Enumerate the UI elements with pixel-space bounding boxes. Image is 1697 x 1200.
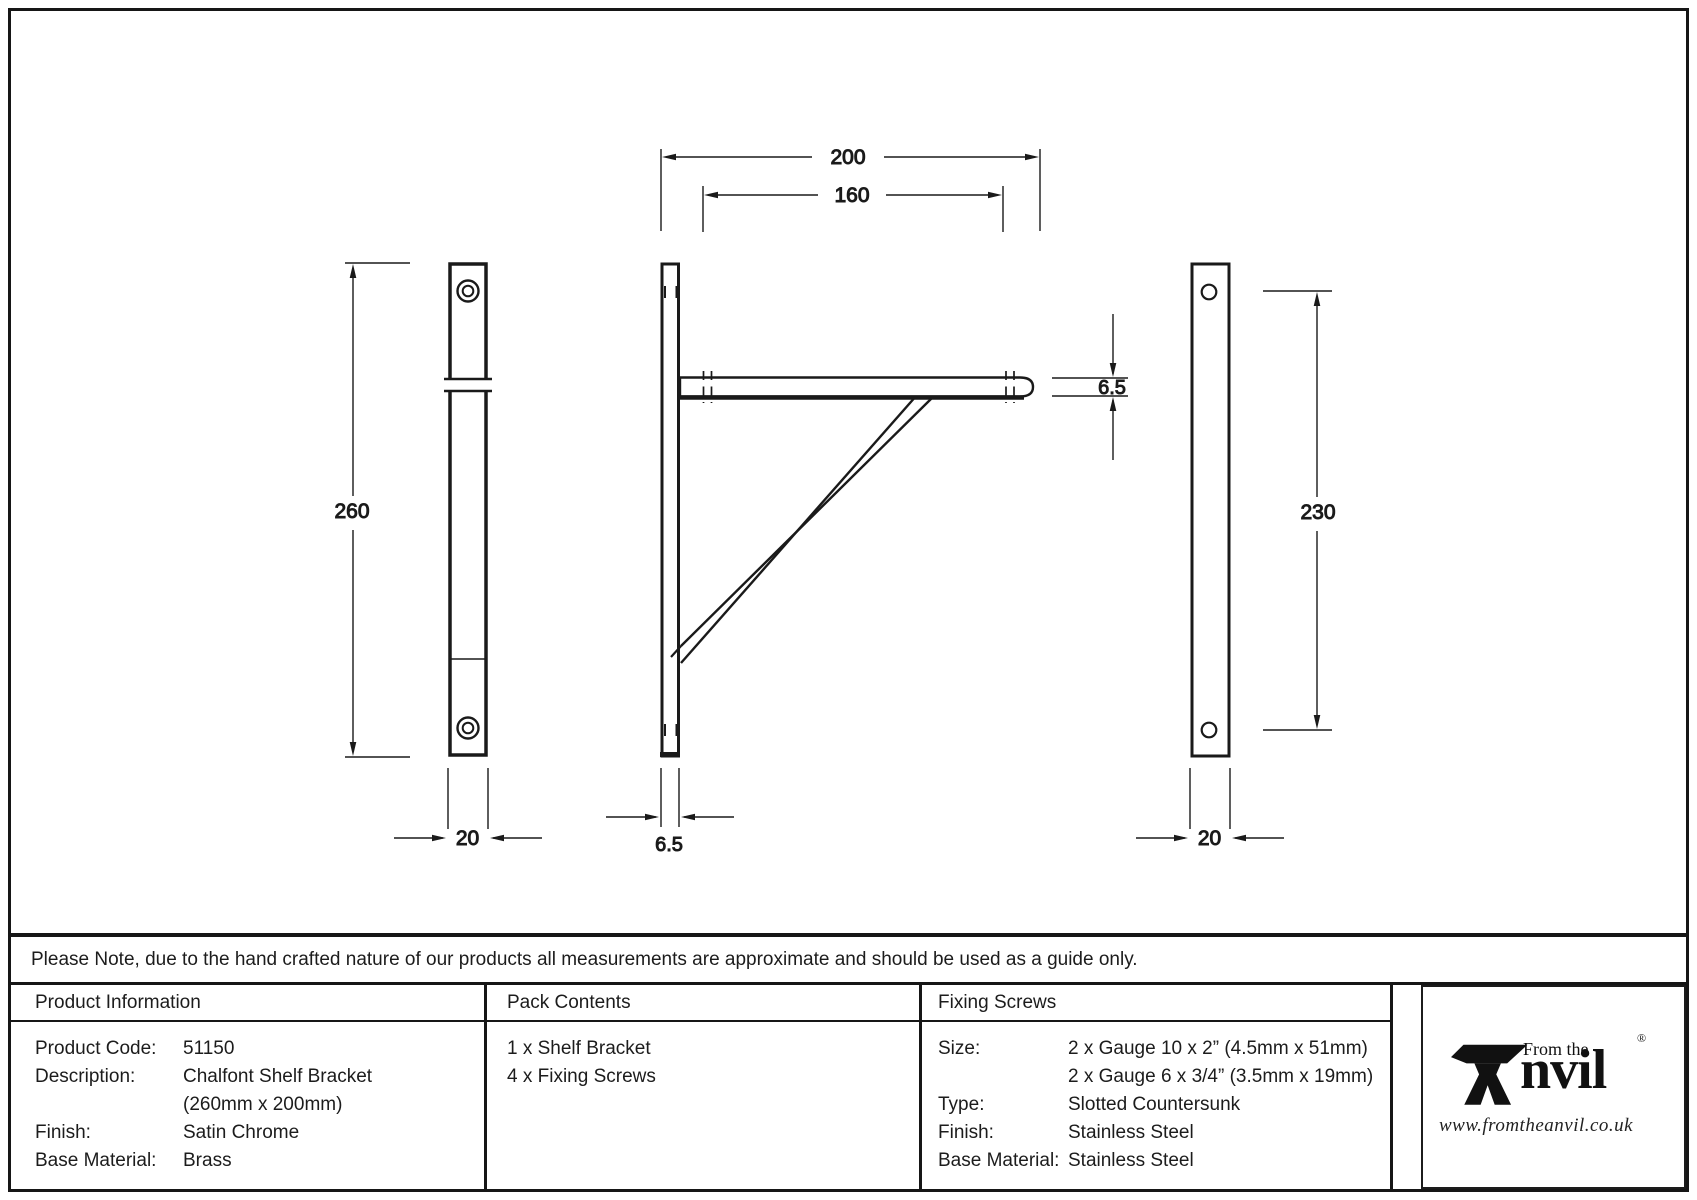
- dim-plate-thickness: [606, 768, 734, 827]
- spec-table: Product Information Product Code: 51150 …: [11, 985, 1686, 1189]
- dim-label-200: 200: [830, 146, 865, 169]
- pack-contents-column: Pack Contents 1 x Shelf Bracket 4 x Fixi…: [487, 985, 922, 1189]
- logo-website: www.fromtheanvil.co.uk: [1439, 1115, 1634, 1136]
- info-section: Please Note, due to the hand crafted nat…: [11, 933, 1686, 1189]
- dim-bar-width-front: [394, 768, 542, 842]
- dim-bar-width-back: [1136, 768, 1284, 842]
- fixing-screws-body: Size: 2 x Gauge 10 x 2” (4.5mm x 51mm) 2…: [922, 1022, 1390, 1175]
- product-info-header: Product Information: [11, 985, 484, 1022]
- product-info-column: Product Information Product Code: 51150 …: [11, 985, 487, 1189]
- screw-size-row: Size: 2 x Gauge 10 x 2” (4.5mm x 51mm) 2…: [938, 1038, 1374, 1087]
- brace-end-cut: [670, 645, 682, 658]
- brand-column: From the ® nvil www.fromtheanvil.co.uk: [1393, 985, 1686, 1189]
- brace-inner-edge: [680, 394, 918, 664]
- shelf-arm: [678, 376, 1035, 398]
- anvil-logo: From the ® nvil www.fromtheanvil.co.uk: [1421, 985, 1686, 1189]
- back-view: [1190, 262, 1231, 758]
- side-view: [660, 262, 1035, 758]
- product-info-body: Product Code: 51150 Description: Chalfon…: [11, 1022, 484, 1175]
- screw-finish-row: Finish: Stainless Steel: [938, 1122, 1194, 1143]
- dim-label-6-5-arm: 6.5: [1098, 377, 1126, 399]
- finish-row: Finish: Satin Chrome: [35, 1122, 300, 1143]
- dim-label-20-left: 20: [456, 827, 479, 850]
- screw-base-material-row: Base Material: Stainless Steel: [938, 1150, 1194, 1171]
- pack-item: 1 x Shelf Bracket: [507, 1038, 651, 1059]
- base-material-row: Base Material: Brass: [35, 1150, 232, 1171]
- dim-arm-thickness: [1052, 314, 1128, 460]
- logo-brand-text: nvil: [1520, 1039, 1607, 1101]
- technical-drawing: 200 160 6.5: [334, 146, 1336, 857]
- fixing-screws-header: Fixing Screws: [922, 985, 1390, 1022]
- product-code-row: Product Code: 51150: [35, 1038, 235, 1059]
- measurement-note: Please Note, due to the hand crafted nat…: [31, 948, 1138, 970]
- dim-label-160: 160: [834, 184, 869, 207]
- pack-contents-body: 1 x Shelf Bracket 4 x Fixing Screws: [487, 1022, 919, 1091]
- dim-label-6-5-plate: 6.5: [655, 834, 683, 856]
- dim-total-width: [660, 149, 1041, 231]
- measurement-note-row: Please Note, due to the hand crafted nat…: [11, 933, 1686, 985]
- dim-label-20-right: 20: [1198, 827, 1221, 850]
- registered-mark-icon: ®: [1637, 1031, 1647, 1045]
- description-row: Description: Chalfont Shelf Bracket (260…: [35, 1066, 373, 1115]
- dim-hole-spacing-top: [702, 186, 1004, 232]
- dim-total-height: [345, 262, 410, 758]
- pack-item: 4 x Fixing Screws: [507, 1066, 656, 1087]
- fixing-screws-column: Fixing Screws Size: 2 x Gauge 10 x 2” (4…: [922, 985, 1393, 1189]
- logo-from-the: From the: [1523, 1039, 1589, 1059]
- screw-type-row: Type: Slotted Countersunk: [938, 1094, 1241, 1115]
- pack-contents-header: Pack Contents: [487, 985, 919, 1022]
- dim-label-260: 260: [334, 500, 369, 523]
- dim-label-230: 230: [1300, 501, 1335, 524]
- front-view: [444, 262, 492, 757]
- dim-hole-spacing-back: [1263, 290, 1332, 731]
- anvil-icon: [1451, 1044, 1528, 1105]
